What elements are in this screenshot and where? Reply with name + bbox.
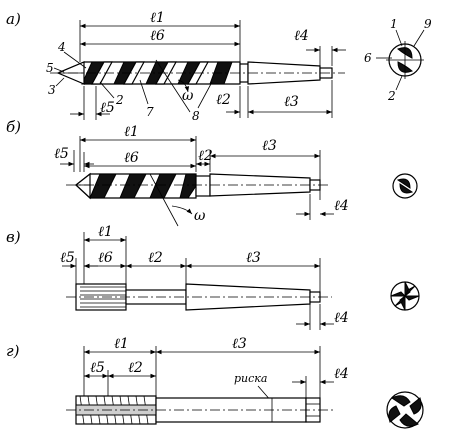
view-v-label: в)	[6, 228, 21, 246]
view-g: г) ℓ1 ℓ3 ℓ5 ℓ2 риска	[6, 336, 424, 429]
section-callout-9: 9	[424, 17, 432, 31]
dim-l2-v: ℓ2	[148, 250, 163, 266]
callout-7: 7	[146, 105, 154, 119]
section-callout-1: 1	[390, 17, 398, 31]
dim-l1-v: ℓ1	[98, 224, 113, 240]
callout-8: 8	[192, 109, 200, 123]
callout-3: 3	[48, 83, 56, 97]
view-a-label: а)	[6, 10, 21, 28]
omega-a: ω	[182, 88, 194, 104]
dim-l5-a: ℓ5	[100, 100, 115, 116]
view-b-label: б)	[6, 118, 21, 136]
dim-l3-v: ℓ3	[246, 250, 261, 266]
callout-2: 2	[115, 93, 124, 107]
omega-b: ω	[194, 208, 206, 224]
dim-l4-g: ℓ4	[334, 366, 349, 382]
view-a: а) ℓ1 ℓ6 ℓ4	[6, 10, 432, 123]
dim-l1-g: ℓ1	[114, 336, 129, 352]
section-callout-2: 2	[387, 89, 396, 103]
dim-l2-b: ℓ2	[198, 148, 213, 164]
callout-4: 4	[57, 40, 66, 54]
view-v: в) ℓ1 ℓ5 ℓ6 ℓ2 ℓ3	[6, 224, 420, 330]
dim-l6-v: ℓ6	[98, 250, 113, 266]
callout-5: 5	[46, 61, 54, 75]
dim-l6-b: ℓ6	[124, 150, 139, 166]
dim-l5-b: ℓ5	[54, 146, 69, 162]
dim-l1-a: ℓ1	[150, 10, 165, 26]
section-v	[390, 281, 420, 311]
dim-l6-a: ℓ6	[150, 28, 165, 44]
section-g	[386, 391, 424, 429]
dim-l3-b: ℓ3	[262, 138, 277, 154]
section-callout-6: 6	[364, 51, 372, 65]
section-a: 1 9 6 2	[364, 17, 432, 103]
dim-l4-a: ℓ4	[294, 28, 309, 44]
view-g-label: г)	[6, 342, 20, 360]
section-b	[392, 173, 418, 199]
note-riska: риска	[234, 372, 267, 385]
dim-l5-g: ℓ5	[90, 360, 105, 376]
dim-l3-g: ℓ3	[232, 336, 247, 352]
view-b: б) ℓ1 ℓ5 ℓ6 ℓ2 ℓ3	[6, 118, 418, 227]
dim-l3-a: ℓ3	[284, 94, 299, 110]
dim-l4-v: ℓ4	[334, 310, 349, 326]
dim-l4-b: ℓ4	[334, 198, 349, 214]
dim-l1-b: ℓ1	[124, 124, 139, 140]
dim-l5-v: ℓ5	[60, 250, 75, 266]
dim-l2-g: ℓ2	[128, 360, 143, 376]
dim-l2-a: ℓ2	[216, 92, 231, 108]
